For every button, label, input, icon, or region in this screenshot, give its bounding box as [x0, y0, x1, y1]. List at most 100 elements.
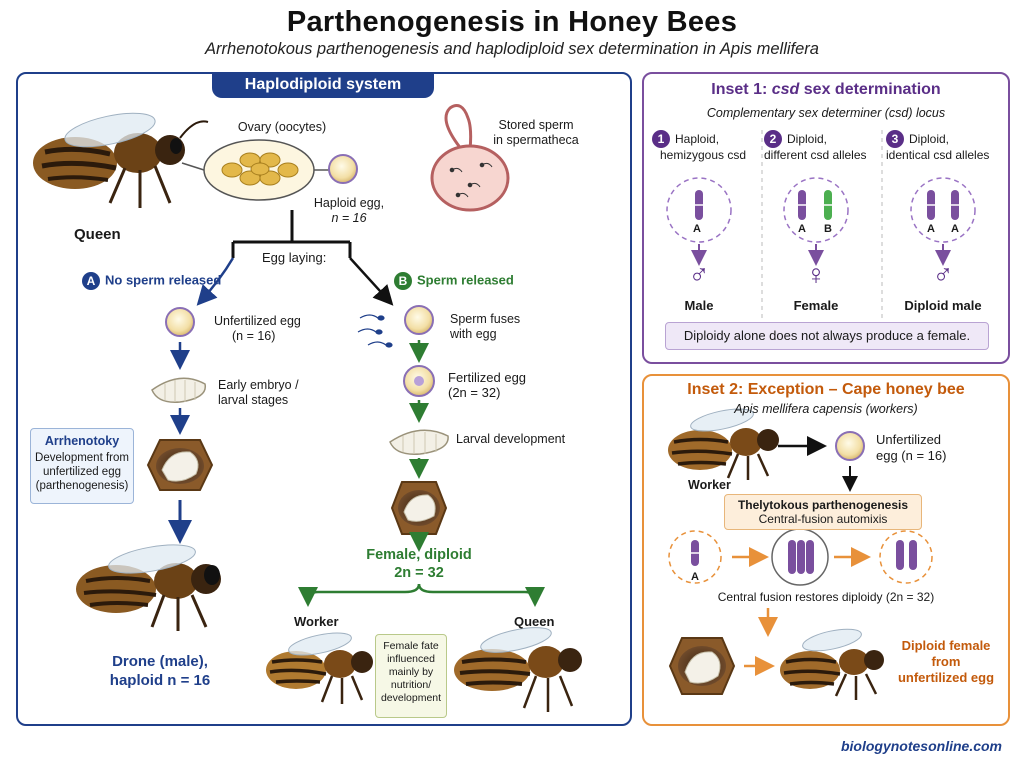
- inset2-worker-label: Worker: [688, 478, 731, 492]
- inset2-unfertilized-label: Unfertilized egg (n = 16): [876, 432, 946, 464]
- branch-a-text: No sperm released: [105, 272, 222, 288]
- csd-col-1-sex: Male: [684, 298, 714, 313]
- unfertilized-line-2: (n = 16): [232, 329, 276, 343]
- unfertilized-egg-label: Unfertilized egg (n = 16): [214, 314, 301, 344]
- cape-worker-bee-illustration: [668, 408, 779, 480]
- csd-homozygous-nucleus: [910, 177, 976, 243]
- fate-line-2: influenced: [387, 653, 435, 665]
- inset1-title: Inset 1: csd sex determination: [642, 81, 1010, 99]
- arrhenotoky-box: Arrhenotoky Development from unfertilize…: [30, 428, 134, 504]
- csd-col-2-sex: Female: [793, 298, 839, 313]
- fate-line-1: Female fate: [383, 640, 439, 652]
- diploid-nucleus-inset2: [879, 530, 933, 584]
- inset1-title-suffix: sex determination: [799, 81, 941, 98]
- cape-unfertilized-egg-icon: [835, 431, 865, 461]
- result-line-2: from: [931, 654, 961, 669]
- inset2-subtitle: Apis mellifera capensis (workers): [734, 402, 918, 416]
- csd-col-2-header: 2 Diploid, different csd alleles: [764, 130, 882, 163]
- csd-col-2-allele-b: B: [824, 223, 832, 235]
- thelytoky-box: Thelytokous parthenogenesis Central-fusi…: [724, 494, 922, 530]
- cape-cell-illustration: [668, 637, 736, 695]
- queen-label: Queen: [74, 226, 121, 243]
- female-fate-box: Female fate influenced mainly by nutriti…: [375, 634, 447, 718]
- fate-line-4: nutrition/: [390, 679, 432, 691]
- inset2-unfert-line-2: egg (n = 16): [876, 448, 947, 463]
- csd-col-1-line-1: Haploid,: [675, 132, 720, 147]
- fate-line-3: mainly by: [388, 666, 434, 678]
- diploid-female-result: Diploid female from unfertilized egg: [888, 638, 1004, 686]
- sperm-fuses-label: Sperm fuses with egg: [450, 312, 520, 342]
- sperm-fuses-line-1: Sperm fuses: [450, 312, 521, 326]
- csd-col-3-allele-b: A: [951, 223, 959, 235]
- csd-col-1-badge: 1: [652, 130, 670, 148]
- central-fusion-nucleus: [771, 528, 829, 586]
- female-diploid-line-2: 2n = 32: [394, 565, 444, 581]
- result-line-1: Diploid female: [901, 638, 991, 653]
- page-subtitle: Arrhenotokous parthenogenesis and haplod…: [205, 40, 819, 58]
- thelytoky-line-1: Thelytokous parthenogenesis: [737, 498, 909, 512]
- inset2-unfert-line-1: Unfertilized: [876, 432, 942, 447]
- female-symbol-icon: ♀: [805, 259, 827, 290]
- csd-col-2-badge: 2: [764, 130, 782, 148]
- worker-bee-illustration: [266, 632, 373, 704]
- inset1-subtitle: Complementary sex determiner (csd) locus: [706, 106, 946, 120]
- egg-laying-label: Egg laying:: [262, 250, 327, 265]
- arrhenotoky-line-1: Development from: [35, 452, 129, 464]
- early-embryo-line-2: larval stages: [218, 393, 289, 407]
- csd-haploid-nucleus: [666, 177, 732, 243]
- fertilized-line-2: (2n = 32): [448, 385, 501, 400]
- fertilized-line-1: Fertilized egg: [448, 370, 527, 385]
- drone-line-2: haploid n = 16: [109, 672, 211, 689]
- ovary-label: Ovary (oocytes): [237, 120, 327, 134]
- branch-b-badge: B: [394, 272, 412, 290]
- source-footer: biologynotesonline.com: [840, 738, 1002, 754]
- haploid-egg-icon: [328, 154, 358, 184]
- thelytoky-line-2: Central-fusion automixis: [758, 512, 888, 526]
- branch-b-text: Sperm released: [417, 272, 514, 288]
- arrhenotoky-line-2: unfertilized egg: [43, 466, 121, 478]
- worker-cell-illustration: [390, 481, 448, 535]
- diploidy-note: Diploidy alone does not always produce a…: [665, 322, 989, 350]
- diploid-male-symbol-icon: ♂: [932, 259, 954, 290]
- larva-illustration: [389, 429, 449, 455]
- female-diploid-line-1: Female, diploid: [366, 547, 472, 563]
- csd-col-2-line-1: Diploid,: [787, 132, 828, 147]
- early-embryo-illustration: [151, 377, 207, 403]
- stored-sperm-label: Stored sperm in spermatheca: [486, 118, 586, 148]
- sperm-fuses-line-2: with egg: [450, 327, 497, 341]
- result-line-3: unfertilized egg: [897, 670, 995, 685]
- ovary-illustration: [181, 139, 330, 201]
- inset2-allele: A: [691, 571, 699, 583]
- male-symbol-icon: ♂: [688, 259, 710, 290]
- inset1-title-prefix: Inset 1:: [711, 81, 772, 98]
- csd-col-3-sex: Diploid male: [904, 298, 982, 313]
- early-embryo-line-1: Early embryo /: [218, 378, 299, 392]
- worker-label: Worker: [294, 614, 339, 629]
- page-title: Parthenogenesis in Honey Bees: [286, 6, 738, 38]
- csd-col-2-allele-a: A: [798, 223, 806, 235]
- haploid-egg-line-1: Haploid egg,: [313, 196, 385, 210]
- queen-2-label: Queen: [514, 614, 555, 629]
- unfertilized-line-1: Unfertilized egg: [214, 314, 301, 328]
- drone-line-1: Drone (male),: [112, 653, 208, 670]
- larval-development-label: Larval development: [456, 432, 566, 446]
- branch-a-badge: A: [82, 272, 100, 290]
- csd-col-3-allele-a: A: [927, 223, 935, 235]
- stored-sperm-line-2: in spermatheca: [493, 133, 579, 147]
- sperm-icons: [357, 314, 393, 348]
- csd-col-2-line-2: different csd alleles: [764, 148, 867, 163]
- drone-label: Drone (male), haploid n = 16: [80, 652, 240, 690]
- drone-cell-illustration: [146, 439, 214, 491]
- branch-b-label: B Sperm released: [394, 272, 514, 290]
- haploid-egg-label: Haploid egg, n = 16: [304, 196, 394, 226]
- queen-bee-2-illustration: [454, 627, 582, 712]
- branch-a-label: A No sperm released: [82, 272, 221, 290]
- female-diploid-label: Female, diploid 2n = 32: [349, 546, 489, 582]
- csd-col-3-badge: 3: [886, 130, 904, 148]
- haplodiploid-tab: Haplodiploid system: [212, 72, 434, 98]
- fertilized-egg-icon: [403, 365, 435, 397]
- arrhenotoky-title: Arrhenotoky: [44, 434, 120, 448]
- fertilized-egg-label: Fertilized egg (2n = 32): [448, 370, 526, 400]
